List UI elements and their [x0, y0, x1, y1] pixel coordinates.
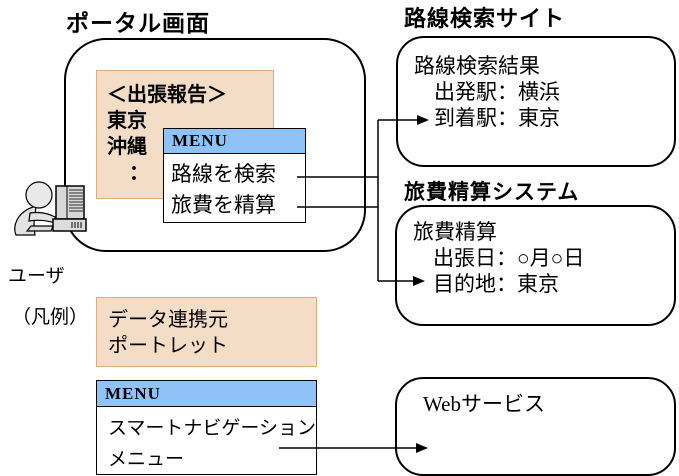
menu-item-expense-settle[interactable]: 旅費を精算 — [171, 194, 276, 217]
expense-title: 旅費精算 — [413, 221, 497, 244]
route-result-title: 路線検索結果 — [414, 55, 540, 78]
legend-source-line2: ポートレット — [108, 335, 228, 357]
expense-trip-date: 出張日：○月○日 — [433, 247, 585, 270]
portal-menu-header: MENU — [164, 129, 305, 154]
person-head — [25, 181, 53, 209]
route-departure-station: 出発駅：横浜 — [434, 81, 560, 104]
report-title: ＜出張報告＞ — [107, 84, 227, 106]
legend-source-portlet: データ連携元 ポートレット — [96, 297, 317, 367]
report-item-okinawa: 沖縄 — [107, 136, 147, 158]
web-service-label: Webサービス — [423, 392, 545, 416]
route-site-heading: 路線検索サイト — [404, 6, 566, 31]
expense-system-heading: 旅費精算システム — [404, 181, 580, 204]
legend-menu-item-smartnav: スマートナビゲーション — [108, 418, 317, 439]
route-search-result-box: 路線検索結果 出発駅：横浜 到着駅：東京 — [396, 36, 676, 167]
route-arrival-station: 到着駅：東京 — [434, 107, 560, 130]
base-vents — [71, 222, 82, 228]
report-item-tokyo: 東京 — [107, 110, 147, 132]
legend-menu-header: MENU — [97, 381, 316, 407]
legend-menu-widget: MENU スマートナビゲーション メニュー — [96, 380, 317, 475]
monitor-vents — [69, 189, 83, 212]
portal-menu-widget: MENU 路線を検索 旅費を精算 — [163, 128, 306, 223]
portal-screen-title: ポータル画面 — [66, 10, 210, 36]
user-at-computer-icon — [14, 181, 87, 236]
keyboard — [25, 225, 54, 232]
menu-item-route-search[interactable]: 路線を検索 — [171, 163, 276, 186]
report-ellipsis: ： — [129, 162, 149, 184]
legend-source-line1: データ連携元 — [108, 309, 228, 331]
legend-label: （凡例） — [12, 307, 89, 328]
user-label: ユーザ — [8, 266, 65, 287]
legend-menu-item-menu: メニュー — [108, 449, 185, 470]
portal-screen-box — [64, 38, 366, 252]
monitor — [55, 185, 85, 220]
expense-destination: 目的地：東京 — [433, 273, 559, 296]
web-service-box: Webサービス — [395, 377, 676, 476]
expense-settlement-box: 旅費精算 出張日：○月○日 目的地：東京 — [395, 205, 676, 326]
